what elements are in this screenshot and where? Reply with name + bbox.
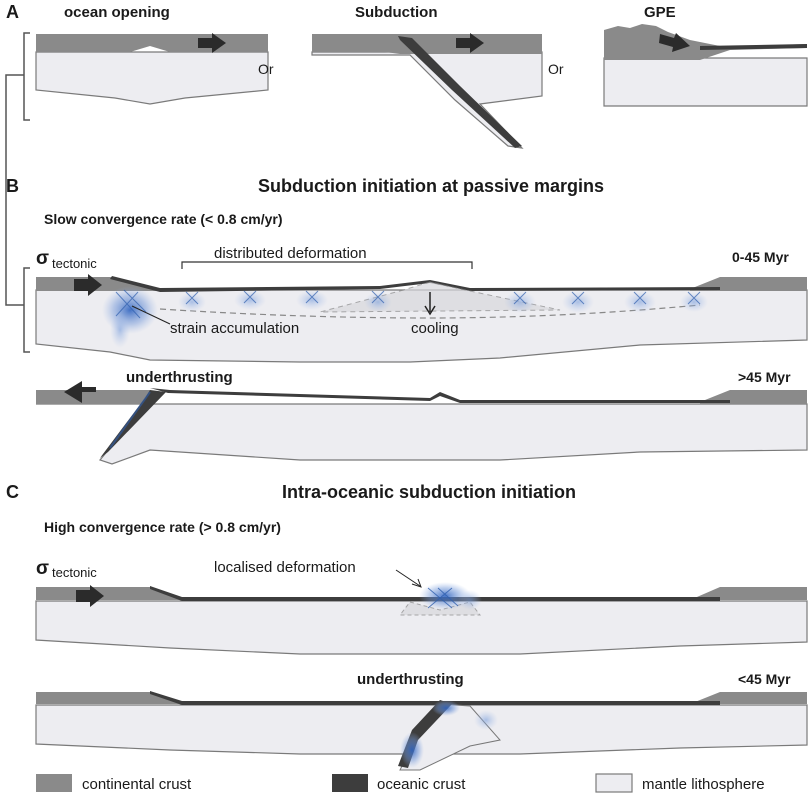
passive-margin-diagram-underthrust	[35, 381, 808, 465]
panel-c-letter: C	[6, 482, 19, 502]
intra-oceanic-diagram-high	[35, 582, 808, 655]
push-arrow-icon	[456, 33, 484, 53]
age-label-b1: 0-45 Myr	[732, 249, 789, 265]
legend-continental: continental crust	[82, 776, 192, 793]
push-arrow-icon	[64, 381, 96, 403]
age-label-b2: >45 Myr	[738, 369, 791, 385]
localised-label: localised deformation	[214, 559, 356, 576]
panel-b-letter: B	[6, 176, 19, 196]
distributed-bracket	[181, 261, 473, 269]
or-label-1: Or	[258, 61, 274, 77]
panel-b-title: Subduction initiation at passive margins	[258, 176, 604, 196]
panel-a-letter: A	[6, 2, 19, 22]
push-arrow-icon	[198, 33, 226, 53]
cooling-label: cooling	[411, 320, 459, 337]
sigma-subscript-c: tectonic	[52, 565, 97, 580]
intra-oceanic-diagram-underthrust	[35, 691, 808, 771]
or-label-2: Or	[548, 61, 564, 77]
sigma-subscript-b: tectonic	[52, 256, 97, 271]
passive-margin-diagram-slow	[35, 274, 808, 363]
distributed-label: distributed deformation	[214, 245, 367, 262]
bracket-icon	[5, 32, 30, 353]
push-arrow-icon	[659, 33, 690, 52]
sigma-symbol-c: σ	[36, 558, 49, 579]
age-label-c: <45 Myr	[738, 671, 791, 687]
legend-oceanic: oceanic crust	[377, 776, 466, 793]
panel-b-rate: Slow convergence rate (< 0.8 cm/yr)	[44, 211, 283, 227]
subduction-diagram	[311, 33, 543, 149]
panel-a-title-opening: ocean opening	[64, 4, 170, 21]
panel-a-title-subduction: Subduction	[355, 4, 438, 21]
underthrusting-label-b: underthrusting	[126, 369, 233, 386]
strain-label: strain accumulation	[170, 320, 299, 337]
panel-a-title-gpe: GPE	[644, 4, 676, 21]
legend: continental crust oceanic crust mantle l…	[36, 773, 765, 793]
gpe-diagram	[603, 24, 808, 107]
sigma-symbol-b: σ	[36, 248, 49, 269]
legend-swatch-oceanic	[332, 774, 368, 792]
push-arrow-icon	[74, 274, 102, 296]
push-arrow-icon	[76, 585, 104, 607]
underthrusting-label-c: underthrusting	[357, 671, 464, 688]
panel-c-title: Intra-oceanic subduction initiation	[282, 482, 576, 502]
panel-c-rate: High convergence rate (> 0.8 cm/yr)	[44, 519, 281, 535]
legend-mantle: mantle lithosphere	[642, 776, 765, 793]
legend-swatch-mantle	[595, 773, 633, 793]
ocean-opening-diagram	[35, 33, 269, 105]
legend-swatch-continental	[36, 774, 72, 792]
